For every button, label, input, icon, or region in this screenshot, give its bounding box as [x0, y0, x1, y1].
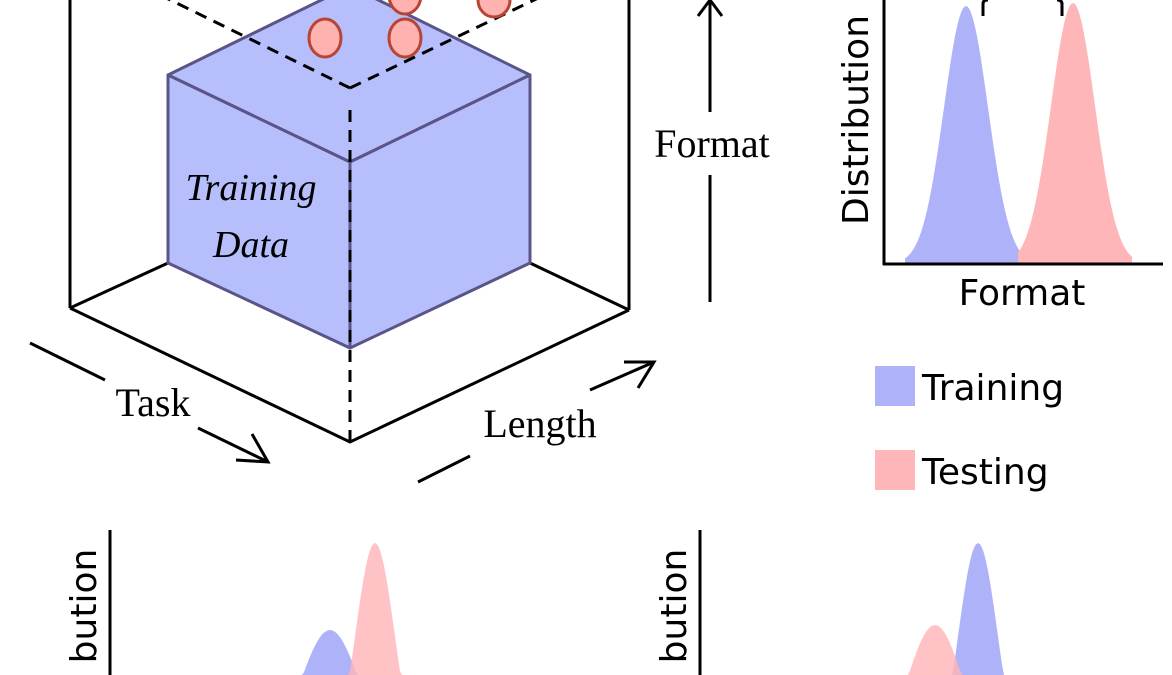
bottom-right-ylabel: bution — [654, 549, 695, 664]
bottom-right-training-curve — [890, 543, 1070, 675]
task-axis-arrow — [29, 341, 271, 464]
cube-label-line2: Data — [212, 224, 289, 266]
top-plot-xlabel: Format — [959, 273, 1086, 314]
test-point — [476, 0, 512, 19]
test-point — [388, 0, 422, 16]
bottom-plot-axes — [108, 530, 702, 675]
length-axis-label: Length — [483, 401, 596, 446]
test-point — [387, 17, 423, 59]
legend-label-testing: Testing — [921, 452, 1049, 493]
shift-bracket — [981, 0, 1064, 16]
top-plot-ylabel: Distribution — [836, 15, 877, 225]
task-axis-label: Task — [116, 380, 191, 425]
outer-box — [68, 0, 631, 444]
hidden-edges — [166, 0, 538, 442]
test-points — [307, 0, 512, 59]
cube-label-line1: Training — [186, 167, 317, 209]
format-axis-label: Format — [654, 121, 770, 166]
legend-swatch-testing — [875, 450, 915, 490]
training-data-cube — [166, 0, 532, 350]
bottom-left-ylabel: bution — [64, 549, 105, 664]
top-plot-axes — [882, 0, 1163, 266]
legend-label-training: Training — [921, 368, 1064, 409]
length-axis-arrow — [417, 360, 657, 484]
format-axis-arrow — [696, 0, 724, 302]
distribution-curves — [200, 3, 1132, 675]
top-testing-curve — [1018, 3, 1132, 265]
bottom-left-testing-curve — [280, 543, 470, 675]
legend-swatch-training — [875, 366, 915, 406]
test-point — [307, 17, 343, 59]
top-training-curve — [905, 6, 1030, 265]
bottom-left-training-curve — [200, 630, 460, 675]
bottom-right-testing-curve — [820, 625, 1050, 675]
